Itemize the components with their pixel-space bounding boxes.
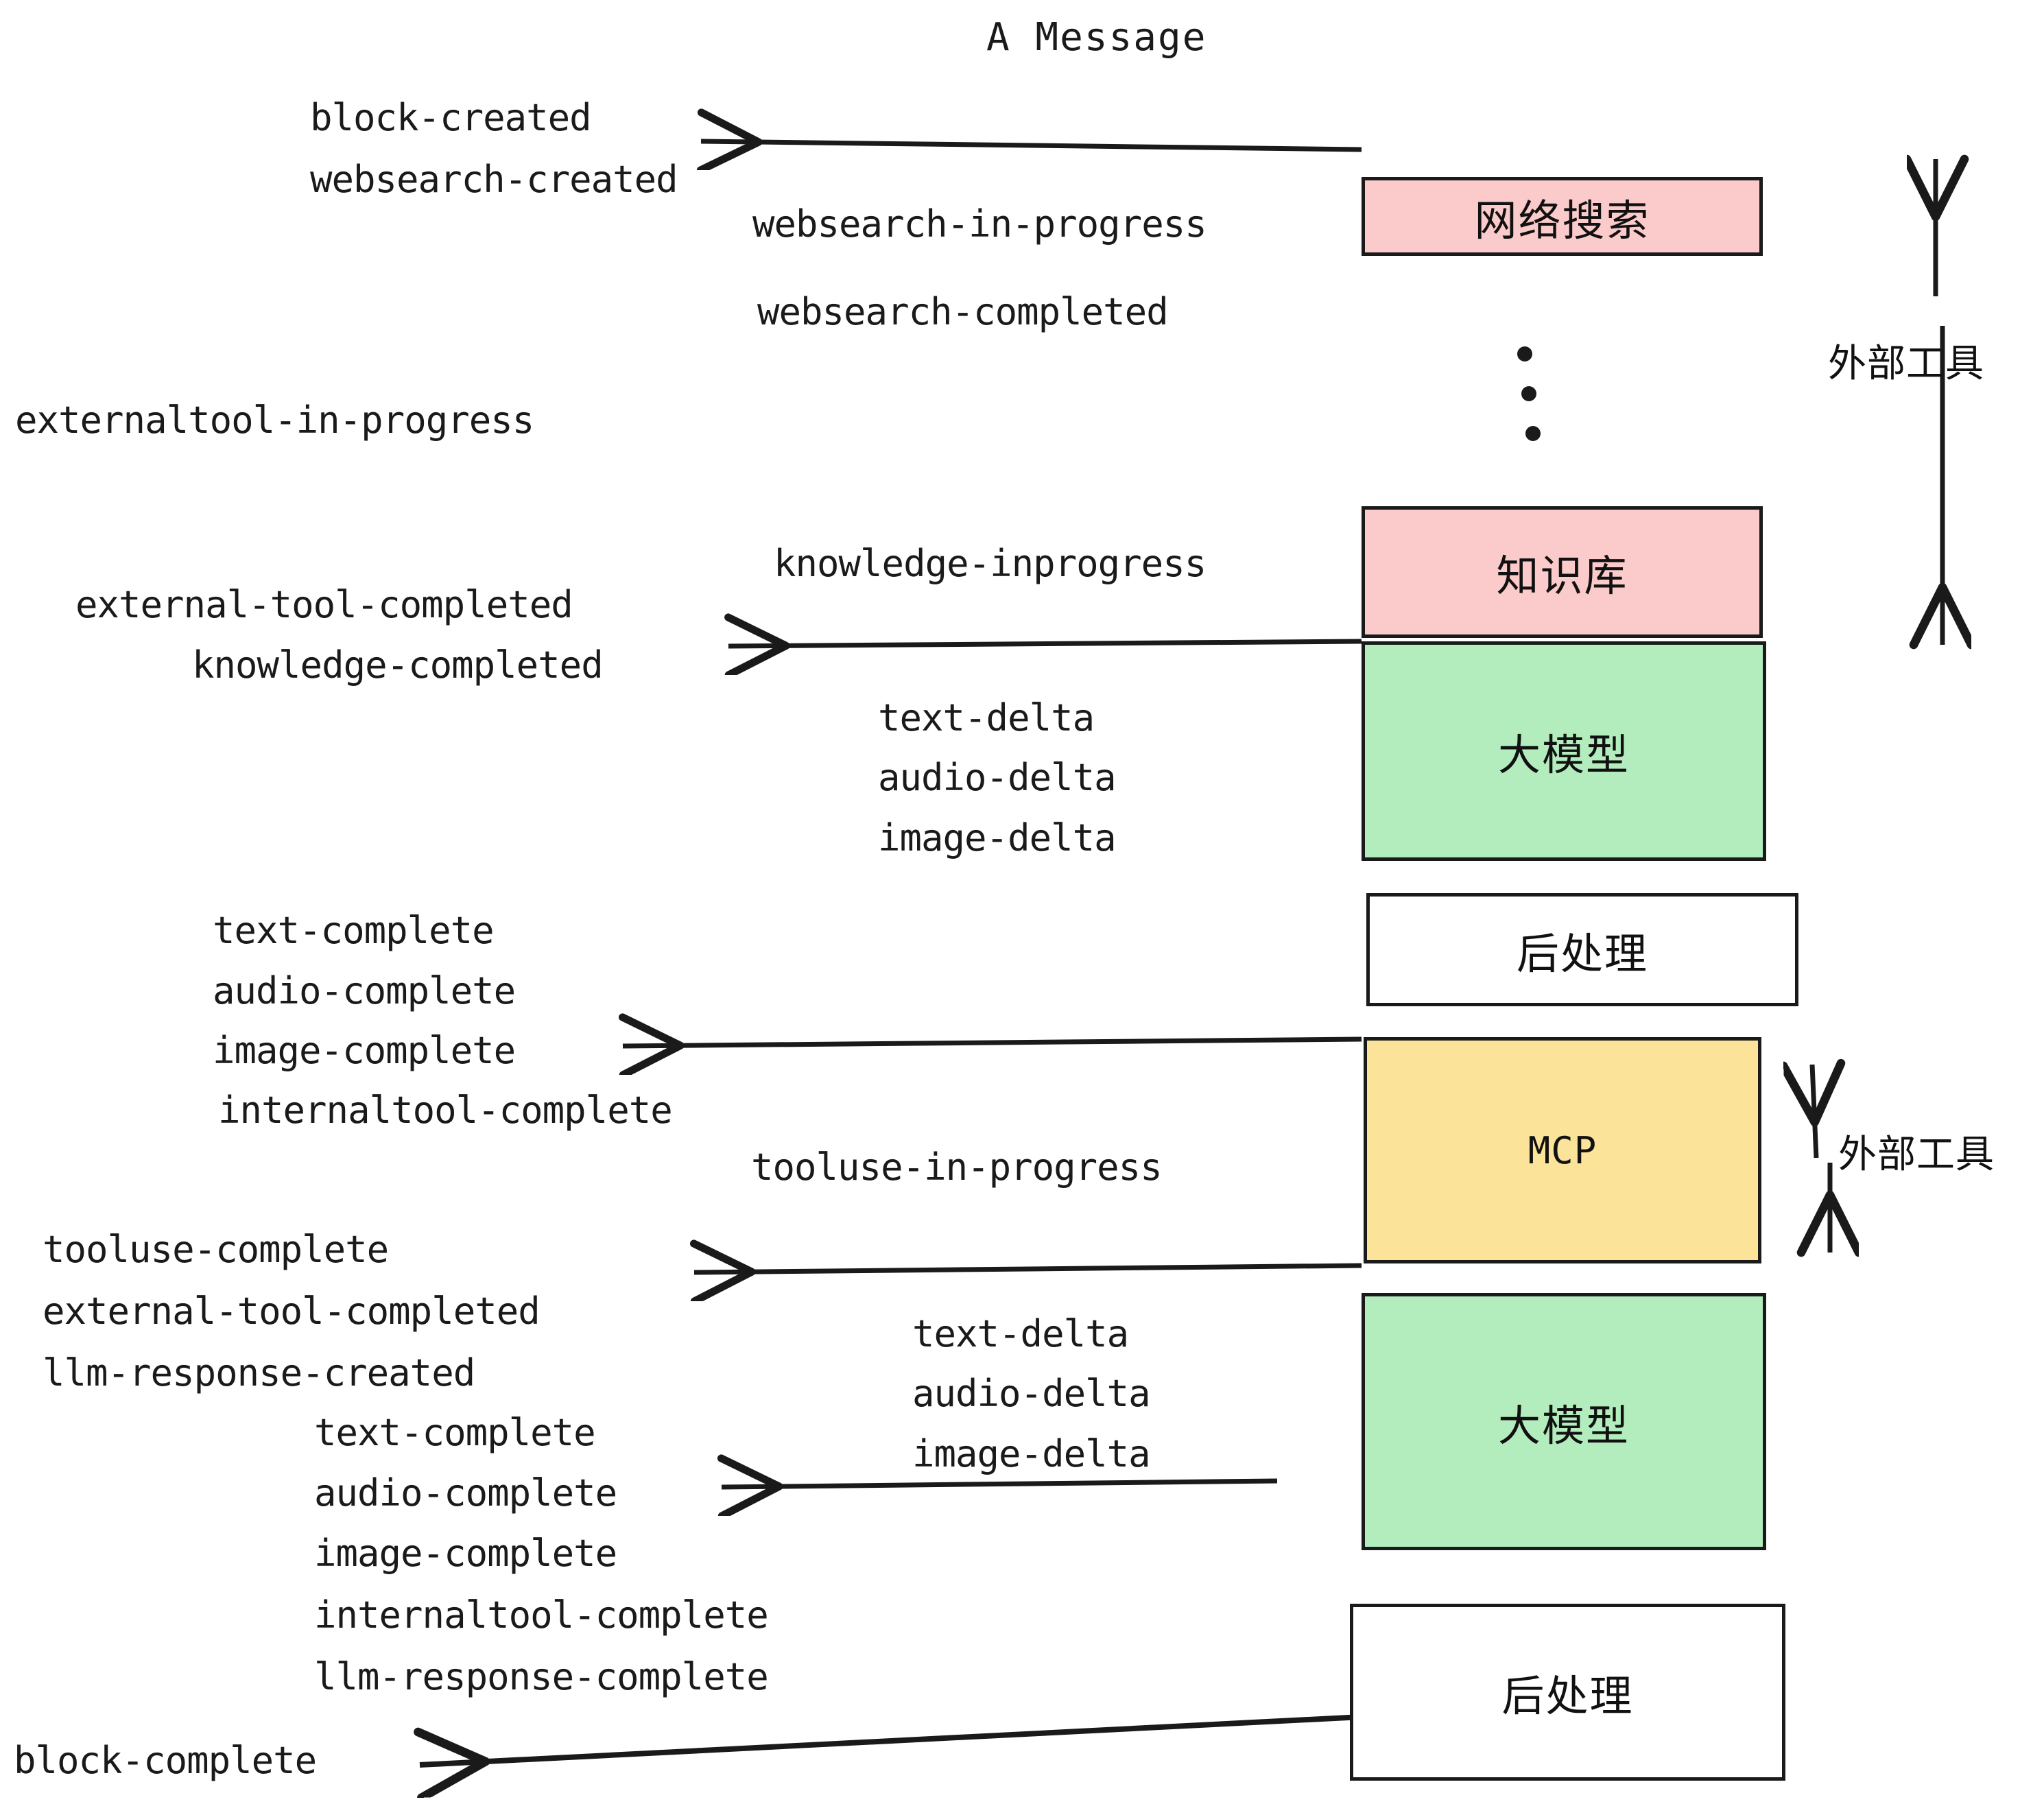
node-post-top[interactable]: 后处理 xyxy=(1366,893,1798,1006)
event-tooluse-complete: tooluse-complete xyxy=(43,1228,389,1271)
node-llm-bottom-label: 大模型 xyxy=(1497,1400,1630,1451)
event-audio-delta-2: audio-delta xyxy=(912,1372,1151,1415)
diagram-title: A Message xyxy=(986,15,1207,60)
side-label-external-tools-top: 外部工具 xyxy=(1828,342,1984,386)
event-knowledge-completed: knowledge-completed xyxy=(192,643,604,687)
side-label-external-tools-bottom: 外部工具 xyxy=(1838,1132,1995,1177)
event-audio-delta-1: audio-delta xyxy=(878,756,1117,799)
event-external-tool-completed-1: external-tool-completed xyxy=(75,583,573,626)
node-knowledge[interactable]: 知识库 xyxy=(1362,506,1763,638)
event-externaltool-in-progress: externaltool-in-progress xyxy=(15,399,534,442)
event-llm-response-created: llm-response-created xyxy=(43,1351,475,1394)
event-websearch-completed: websearch-completed xyxy=(757,290,1169,333)
node-post-top-label: 后处理 xyxy=(1516,928,1648,979)
arrow-block-complete xyxy=(420,1714,1362,1765)
event-external-tool-completed-2: external-tool-completed xyxy=(43,1290,540,1333)
event-image-complete-1: image-complete xyxy=(213,1029,516,1072)
ellipsis-dot xyxy=(1525,426,1541,441)
arrow-block-created xyxy=(701,141,1362,150)
event-block-created: block-created xyxy=(310,96,592,139)
node-llm-top[interactable]: 大模型 xyxy=(1362,641,1766,861)
event-audio-complete-1: audio-complete xyxy=(213,969,516,1012)
arrow-audio-complete xyxy=(722,1481,1278,1487)
event-internaltool-complete-1: internaltool-complete xyxy=(218,1089,673,1132)
node-llm-bottom[interactable]: 大模型 xyxy=(1362,1293,1766,1550)
event-image-delta-2: image-delta xyxy=(912,1432,1151,1475)
event-text-complete-1: text-complete xyxy=(213,909,495,952)
node-llm-top-label: 大模型 xyxy=(1497,730,1630,780)
event-llm-response-complete: llm-response-complete xyxy=(314,1655,769,1698)
node-mcp-label: MCP xyxy=(1528,1128,1597,1172)
arrow-tooluse-complete xyxy=(694,1266,1362,1272)
arrow-image-complete xyxy=(623,1039,1362,1046)
event-websearch-created: websearch-created xyxy=(310,158,678,201)
event-text-complete-2: text-complete xyxy=(314,1411,596,1454)
node-post-bottom-label: 后处理 xyxy=(1501,1671,1634,1721)
node-post-bottom[interactable]: 后处理 xyxy=(1350,1604,1785,1781)
event-websearch-in-progress: websearch-in-progress xyxy=(752,202,1207,246)
event-knowledge-inprogress: knowledge-inprogress xyxy=(774,542,1207,585)
node-websearch[interactable]: 网络搜索 xyxy=(1362,177,1763,256)
event-text-delta-2: text-delta xyxy=(912,1312,1129,1355)
event-internaltool-complete-2: internaltool-complete xyxy=(314,1593,769,1637)
node-websearch-label: 网络搜索 xyxy=(1474,195,1650,246)
ellipsis-dot xyxy=(1521,386,1536,401)
event-image-delta-1: image-delta xyxy=(878,816,1117,859)
event-audio-complete-2: audio-complete xyxy=(314,1471,617,1515)
arrow-external-tools-bottom-up xyxy=(1812,1065,1816,1159)
node-knowledge-label: 知识库 xyxy=(1496,551,1628,601)
node-mcp[interactable]: MCP xyxy=(1364,1037,1761,1263)
event-text-delta-1: text-delta xyxy=(878,696,1095,739)
event-block-complete: block-complete xyxy=(14,1739,317,1782)
vertical-ellipsis xyxy=(1517,346,1558,456)
arrow-knowledge-completed xyxy=(728,641,1362,646)
ellipsis-dot xyxy=(1517,346,1532,361)
event-tooluse-in-progress: tooluse-in-progress xyxy=(751,1146,1163,1189)
event-image-complete-2: image-complete xyxy=(314,1532,617,1575)
